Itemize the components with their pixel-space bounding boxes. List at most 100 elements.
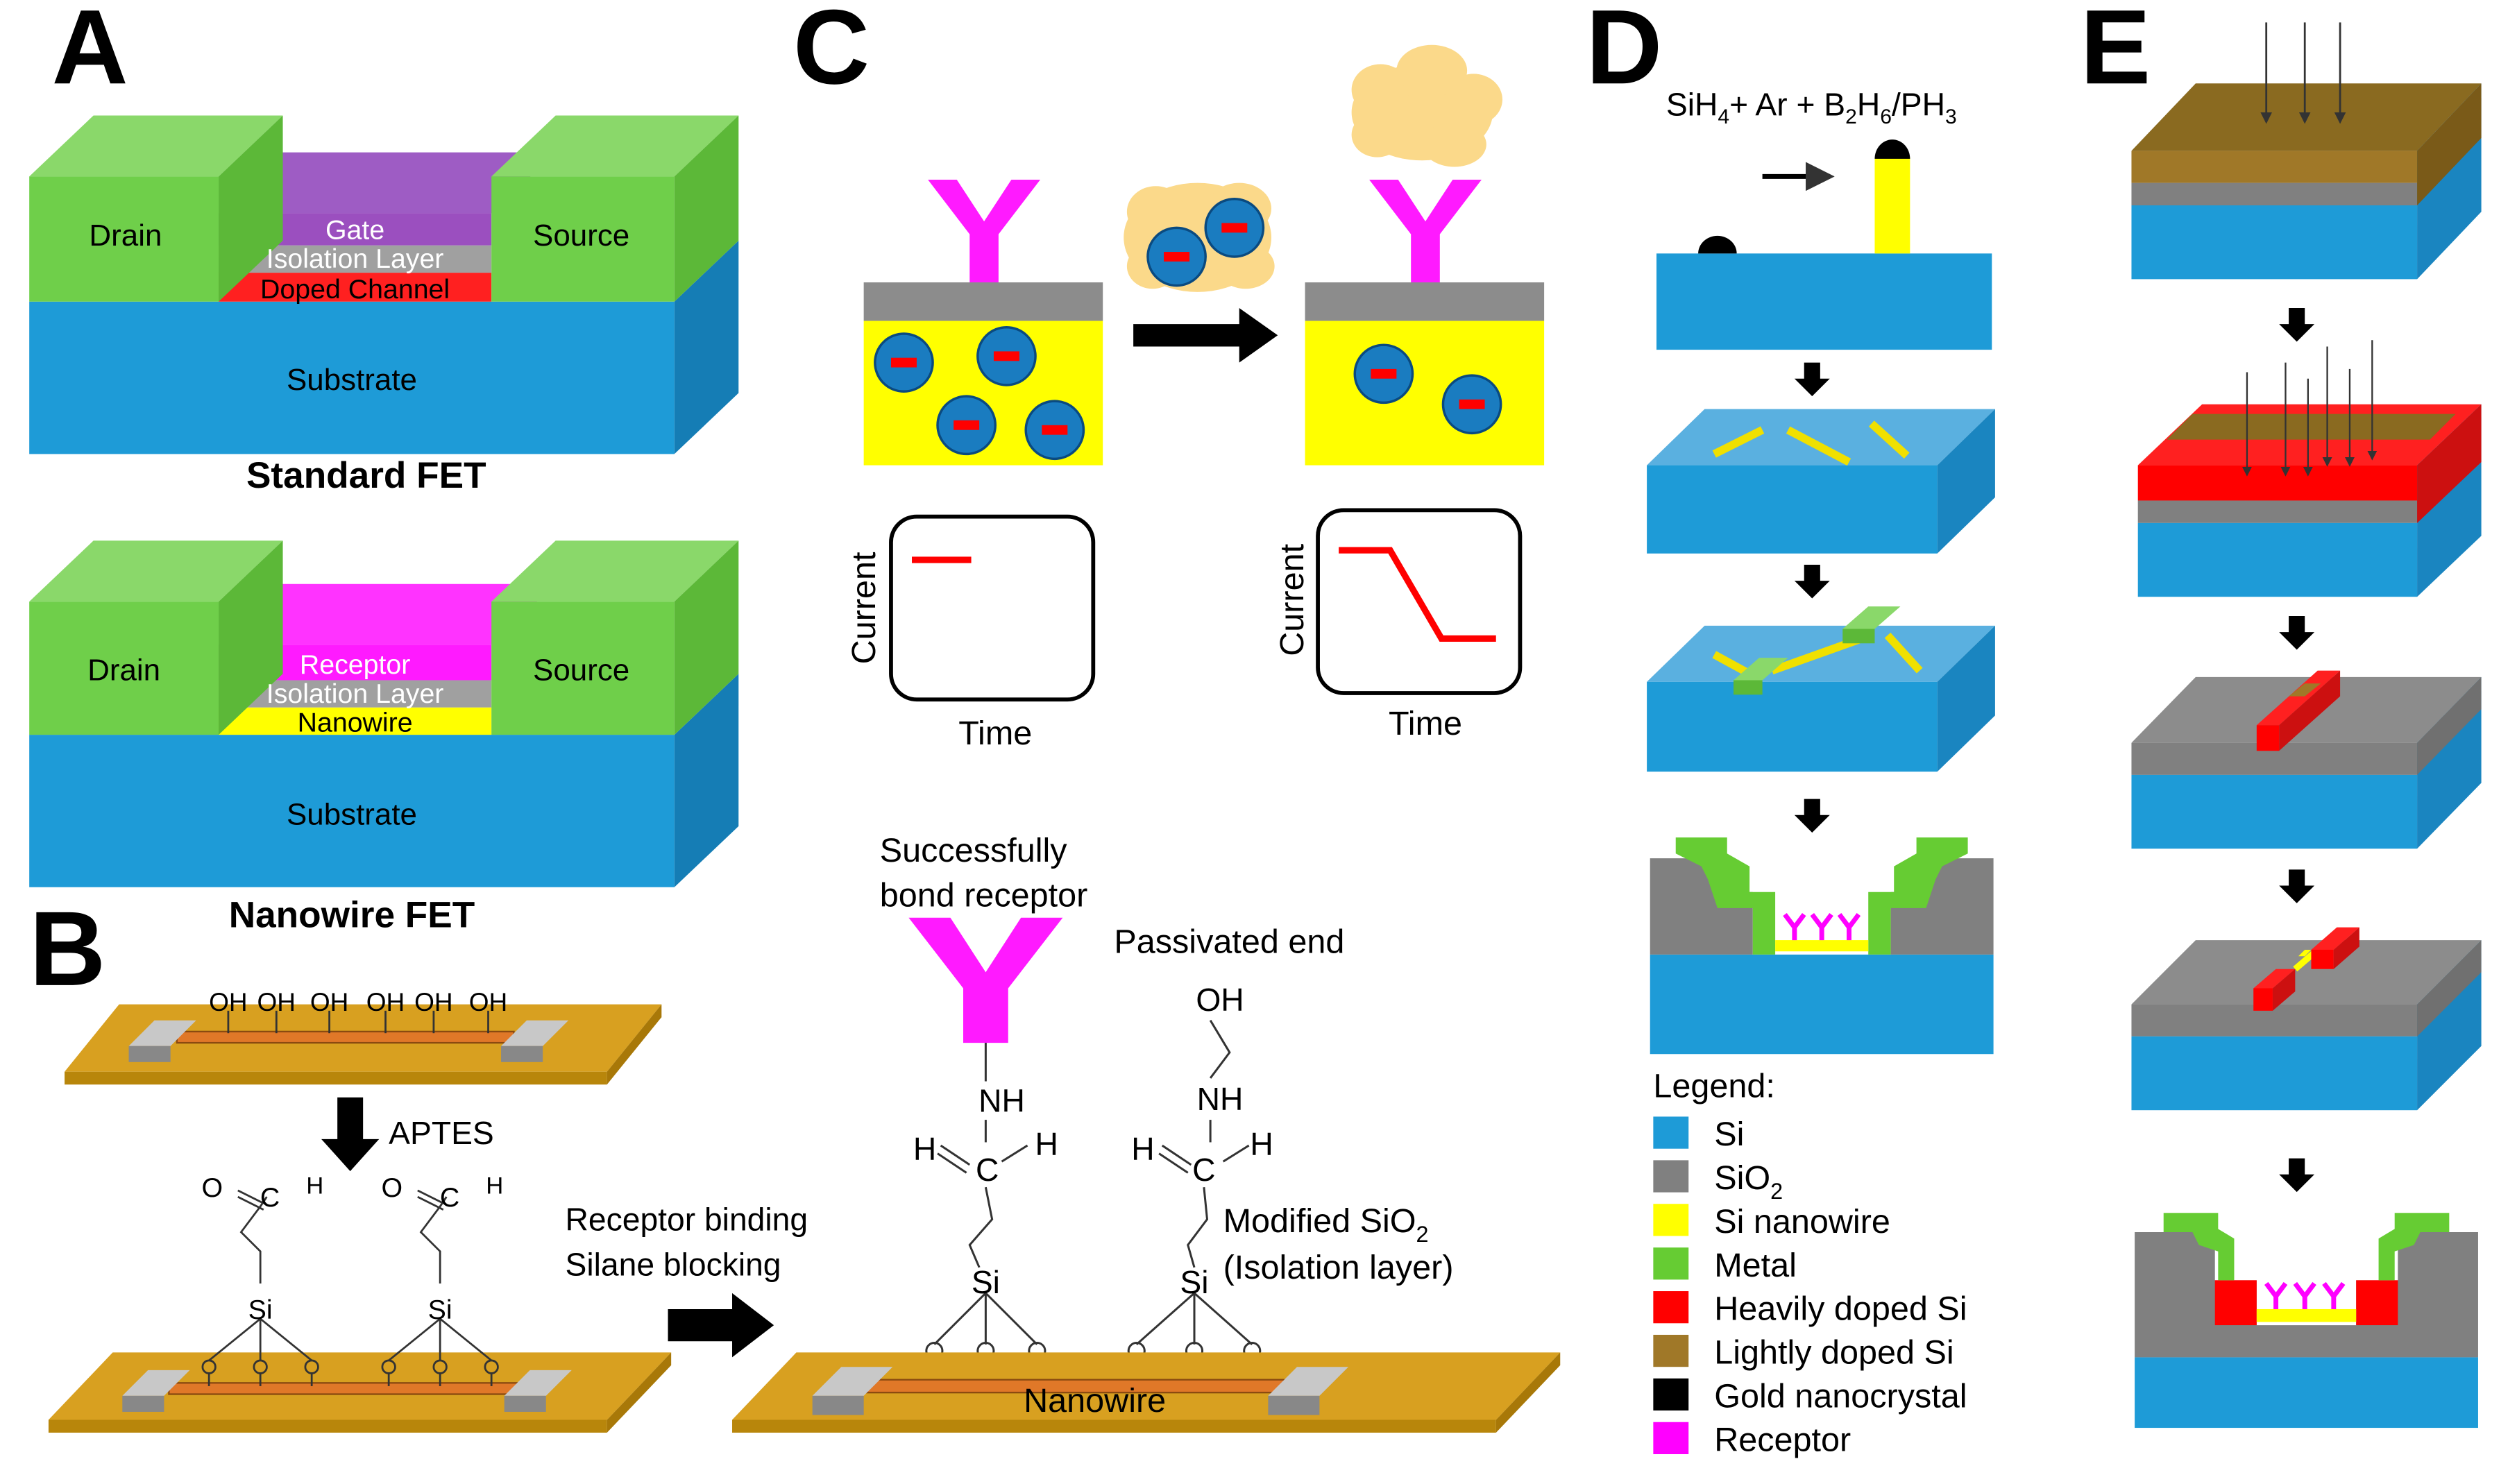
doped-channel-layer	[219, 273, 492, 302]
left-electrode	[812, 1367, 893, 1396]
heavily-doped-left	[2214, 1280, 2257, 1326]
step-arrow	[2279, 1158, 2315, 1193]
legend-swatch	[1653, 1422, 1689, 1454]
receptor-binding-detail: Successfully bond receptor Passivated en…	[732, 832, 1561, 1433]
left-electrode-front	[128, 1046, 171, 1062]
source-top	[491, 115, 739, 177]
legend-label: Heavily doped Si	[1714, 1290, 1967, 1328]
nh-label: NH	[978, 1083, 1025, 1119]
silane-blocking-text: Silane blocking	[566, 1246, 781, 1282]
isolation-layer-text: (Isolation layer)	[1223, 1249, 1454, 1286]
channel-label: Doped Channel	[260, 274, 450, 305]
patterned-bar	[2256, 670, 2341, 751]
oxide-top	[1647, 409, 1995, 466]
legend-label: Si	[1714, 1116, 1744, 1153]
si-front	[2131, 774, 2418, 849]
si-label: Si	[248, 1295, 273, 1325]
substrate-front	[1647, 465, 1938, 554]
panel-label-a: A	[52, 0, 128, 106]
si-front	[2131, 1036, 2418, 1111]
nanowire-chip-label: Nanowire	[1024, 1382, 1166, 1419]
legend-label: Lightly doped Si	[1714, 1334, 1954, 1372]
chip-front	[732, 1419, 1496, 1433]
metal-right	[2378, 1213, 2450, 1281]
legend-swatch	[1653, 1334, 1689, 1367]
source-side	[674, 540, 739, 735]
left-electrode-front	[122, 1395, 164, 1412]
heavily-doped-right	[2356, 1280, 2398, 1326]
oh-label: OH	[469, 988, 507, 1016]
substrate-block	[29, 301, 675, 454]
nanowire-bar	[168, 1382, 523, 1395]
oh-label: OH	[366, 988, 405, 1016]
grown-nanowire	[1874, 157, 1910, 254]
step-arrow	[2279, 869, 2315, 903]
substrate-label: Substrate	[287, 798, 417, 832]
receptor-label: Receptor	[300, 649, 410, 680]
oh-label: OH	[209, 988, 247, 1016]
si-substrate	[2135, 1357, 2478, 1428]
oh-label: OH	[257, 988, 296, 1016]
o-label: O	[381, 1172, 402, 1203]
binding-arrow	[1133, 307, 1278, 363]
metal-left	[2163, 1213, 2235, 1281]
target-molecule-cloud	[1124, 182, 1275, 292]
si-substrate	[1650, 954, 1994, 1055]
right-electrode-front	[504, 1395, 546, 1412]
heavily-doped-front	[2137, 465, 2418, 501]
gold-nanocrystal	[1698, 235, 1737, 254]
step-arrow	[1794, 564, 1830, 599]
nanowire-bar	[176, 1030, 515, 1044]
source-block	[491, 176, 675, 302]
current-plot-left	[889, 514, 1096, 702]
legend-swatch	[1653, 1160, 1689, 1193]
stack-side-top	[2417, 676, 2482, 775]
chip-side	[607, 1352, 672, 1433]
legend-swatch	[1653, 1247, 1689, 1280]
oxide-left	[1650, 858, 1753, 955]
aptes-arrow	[321, 1097, 380, 1172]
receptor-y	[908, 917, 1063, 1043]
si-label: Si	[972, 1264, 1000, 1300]
left-electrode	[122, 1370, 190, 1396]
c-label: C	[260, 1182, 280, 1213]
panel-label-b: B	[29, 890, 105, 1008]
drain-block	[29, 176, 219, 302]
xlabel-time-right: Time	[1389, 705, 1462, 742]
si-front	[2131, 205, 2418, 280]
oxide-front	[2131, 182, 2418, 205]
step-arrow	[1794, 362, 1830, 397]
standard-fet-diagram: Drain Source Gate Isolation Layer Doped …	[29, 115, 739, 496]
receptor-binding-arrow	[668, 1293, 774, 1358]
o-label: O	[202, 1172, 223, 1203]
h-label: H	[1131, 1131, 1154, 1167]
charge-carriers	[1353, 343, 1502, 435]
panel-label-c: C	[793, 0, 870, 106]
receptor-top	[219, 583, 556, 645]
source-top	[491, 540, 739, 602]
ylabel-current-right: Current	[1273, 543, 1311, 656]
lightly-doped-band	[2167, 413, 2456, 440]
oxide-body	[2135, 1231, 2478, 1358]
current-trace-right	[1339, 547, 1496, 642]
h-label: H	[1035, 1126, 1058, 1162]
drain-side	[219, 540, 283, 735]
source-block	[491, 602, 675, 735]
receptor-array	[2264, 1281, 2346, 1309]
oxide-layer	[863, 282, 1103, 321]
receptor-head	[928, 179, 1041, 234]
right-electrode	[504, 1370, 572, 1396]
channel-region	[1305, 321, 1545, 466]
c-label: C	[1192, 1152, 1215, 1188]
gate-top	[219, 152, 556, 214]
drain-block	[29, 602, 219, 735]
precursor-formula: SiH4+ Ar + B2H6/PH3	[1666, 86, 1957, 128]
source-label: Source	[533, 653, 629, 687]
legend-label: Metal	[1714, 1247, 1797, 1284]
legend-label: Receptor	[1714, 1421, 1851, 1458]
legend-swatch	[1653, 1378, 1689, 1411]
nanowire-label: Nanowire	[298, 707, 413, 737]
oxide-top	[2131, 940, 2482, 1005]
si-substrate	[1656, 253, 1992, 350]
